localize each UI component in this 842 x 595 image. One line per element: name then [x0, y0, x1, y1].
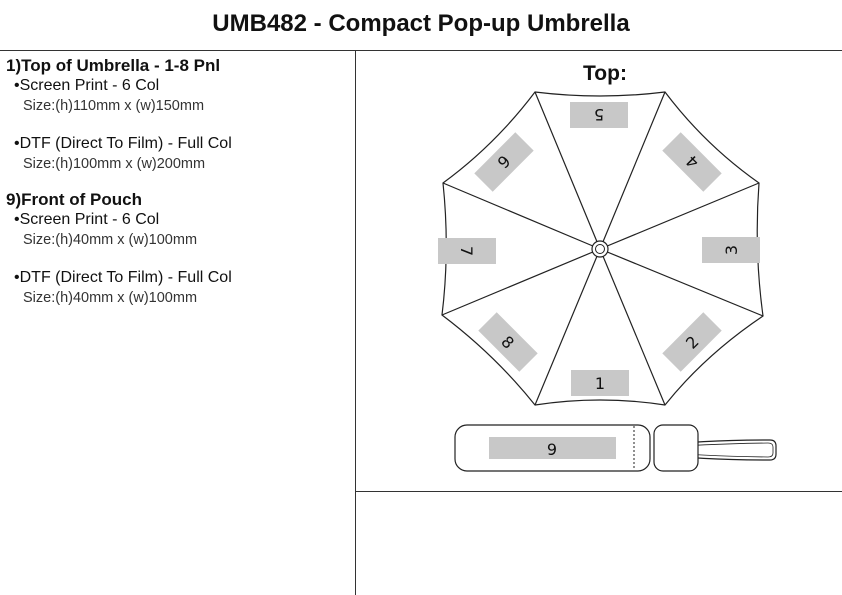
header-divider [0, 50, 842, 51]
panel-6-print-area: 6 [474, 132, 534, 192]
section-top-of-umbrella: 1)Top of Umbrella - 1-8 Pnl •Screen Prin… [6, 56, 351, 174]
method-label: •DTF (Direct To Film) - Full Col [14, 135, 232, 152]
pouch-label: 9 [547, 440, 557, 459]
panel-1-print-area: 1 [571, 370, 629, 396]
print-area [570, 102, 628, 128]
section-front-of-pouch: 9)Front of Pouch •Screen Print - 6 Col S… [6, 190, 351, 308]
method-size: Size:(h)40mm x (w)100mm [23, 232, 198, 248]
panel-number: 3 [722, 245, 741, 255]
section-heading: 1)Top of Umbrella - 1-8 Pnl [6, 56, 221, 75]
print-area [474, 132, 534, 192]
panel-3-print-area: 3 [702, 237, 760, 263]
method-label: •Screen Print - 6 Col [14, 211, 160, 228]
print-area [702, 237, 760, 263]
print-area [438, 238, 496, 264]
view-label: Top: [583, 62, 627, 85]
panel-4-print-area: 4 [662, 132, 722, 192]
panel-number: 7 [457, 246, 476, 256]
section-heading: 9)Front of Pouch [6, 190, 142, 209]
print-area-pouch [489, 437, 616, 459]
method-size: Size:(h)110mm x (w)150mm [23, 98, 205, 114]
method-label: •DTF (Direct To Film) - Full Col [14, 269, 232, 286]
panel-2-print-area: 2 [662, 312, 722, 372]
column-divider [355, 50, 356, 595]
method-size: Size:(h)40mm x (w)100mm [23, 290, 198, 306]
panel-8-print-area: 8 [478, 312, 538, 372]
method-label: •Screen Print - 6 Col [14, 77, 160, 94]
diagram-bottom-divider [355, 491, 842, 492]
method-size: Size:(h)100mm x (w)200mm [23, 156, 206, 172]
panel-7-print-area: 7 [438, 238, 496, 264]
print-area [662, 312, 722, 372]
panel-number: 5 [594, 105, 604, 124]
panel-5-print-area: 5 [570, 102, 628, 128]
print-area [571, 370, 629, 396]
print-area [478, 312, 538, 372]
page-title: UMB482 - Compact Pop-up Umbrella [212, 10, 630, 37]
umbrella-canopy [441, 91, 764, 406]
print-area [662, 132, 722, 192]
print-specs: 1)Top of Umbrella - 1-8 Pnl •Screen Prin… [6, 56, 351, 326]
panel-number: 1 [595, 374, 605, 393]
